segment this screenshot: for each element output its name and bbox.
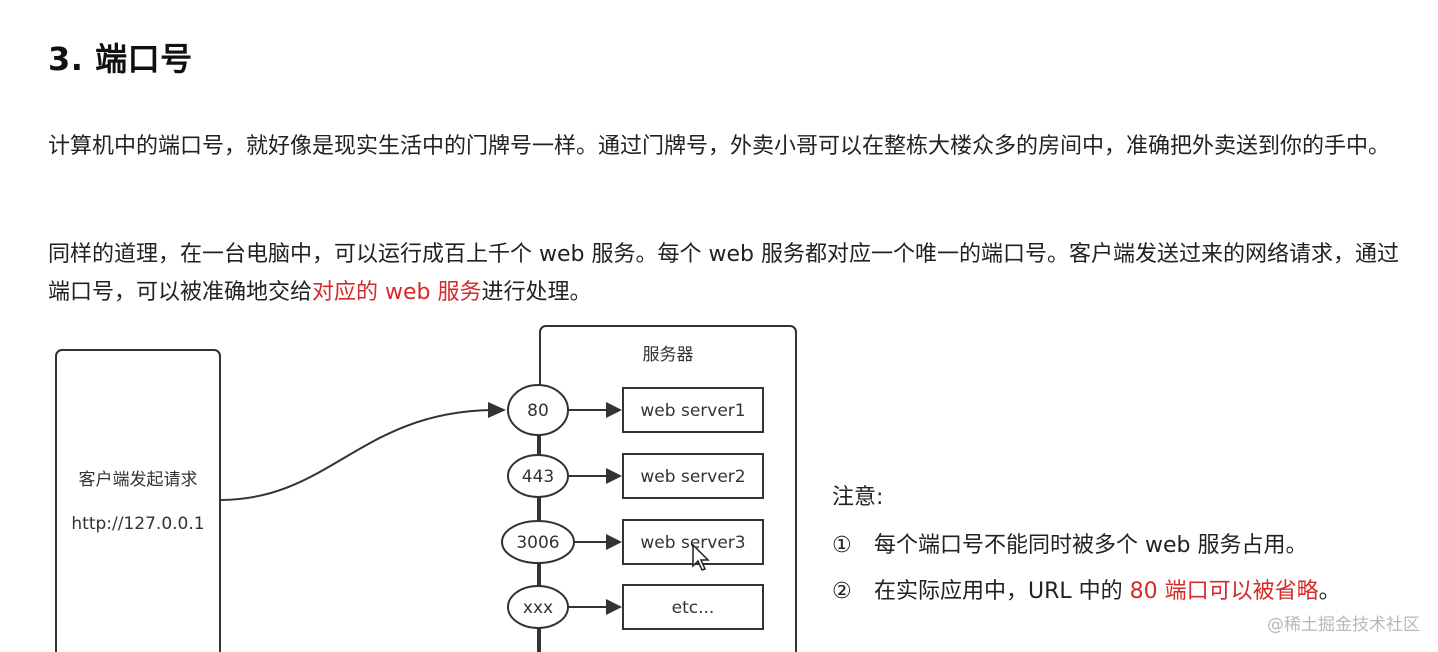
paragraph2-text: 同样的道理，在一台电脑中，可以运行成百上千个 web 服务。每个 web 服务都… [48, 242, 1399, 305]
note-number: ② [832, 579, 852, 604]
port-ellipse [501, 520, 575, 564]
client-box [55, 349, 221, 652]
paragraph2-highlight: 对应的 web 服务 [312, 280, 482, 305]
client-url: http://127.0.0.1 [71, 514, 204, 534]
port-ellipse [507, 454, 569, 498]
port-ellipse [507, 585, 569, 629]
note-text: 每个端口号不能同时被多个 web 服务占用。 [874, 528, 1307, 564]
request-arrow-head [488, 402, 506, 418]
server-item-label: web server1 [640, 401, 745, 421]
server-item-label: etc... [672, 598, 715, 618]
server-box [539, 325, 797, 652]
paragraph-web-services: 同样的道理，在一台电脑中，可以运行成百上千个 web 服务。每个 web 服务都… [48, 236, 1408, 312]
watermark: @稀土掘金技术社区 [1267, 615, 1420, 635]
note-box: 注意: ① 每个端口号不能同时被多个 web 服务占用。 ② 在实际应用中，UR… [832, 482, 1432, 620]
note-highlight: 80 端口可以被省略 [1129, 579, 1319, 604]
note-text-main: 每个端口号不能同时被多个 web 服务占用。 [874, 533, 1308, 558]
mouse-cursor-icon [692, 544, 710, 571]
port-ellipse [507, 384, 569, 436]
section-heading: 3. 端口号 [48, 40, 193, 78]
note-text-tail: 。 [1318, 579, 1341, 604]
note-text-main: 在实际应用中，URL 中的 [874, 579, 1130, 604]
port-label: 443 [522, 467, 554, 487]
client-label: 客户端发起请求 [79, 470, 198, 490]
note-item-2: ② 在实际应用中，URL 中的 80 端口可以被省略。 [832, 574, 1432, 610]
port-label: 3006 [516, 533, 559, 553]
note-item-1: ① 每个端口号不能同时被多个 web 服务占用。 [832, 528, 1432, 564]
paragraph1-text: 计算机中的端口号，就好像是现实生活中的门牌号一样。通过门牌号，外卖小哥可以在整栋… [48, 134, 1391, 159]
note-title: 注意: [832, 485, 884, 510]
port-row-4: xxx etc... [507, 584, 764, 630]
server-title: 服务器 [643, 345, 694, 365]
paragraph-doorplate-analogy: 计算机中的端口号，就好像是现实生活中的门牌号一样。通过门牌号，外卖小哥可以在整栋… [48, 128, 1408, 166]
port-arrow-head [606, 468, 622, 484]
port-label: xxx [523, 598, 553, 618]
request-arrow [219, 409, 493, 501]
server-item-label: web server2 [640, 467, 745, 487]
server-item-box [622, 584, 764, 630]
port-arrow-head [606, 402, 622, 418]
port-row-3: 3006 web server3 [501, 519, 764, 565]
port-arrow-head [606, 534, 622, 550]
note-text: 在实际应用中，URL 中的 80 端口可以被省略。 [874, 574, 1341, 610]
server-item-box [622, 453, 764, 499]
port-arrow-head [606, 599, 622, 615]
paragraph2-tail: 进行处理。 [481, 280, 592, 305]
port-row-2: 443 web server2 [507, 453, 764, 499]
note-number: ① [832, 533, 852, 558]
server-item-box [622, 387, 764, 433]
port-label: 80 [527, 401, 549, 421]
port-row-1: 80 web server1 [507, 384, 764, 436]
